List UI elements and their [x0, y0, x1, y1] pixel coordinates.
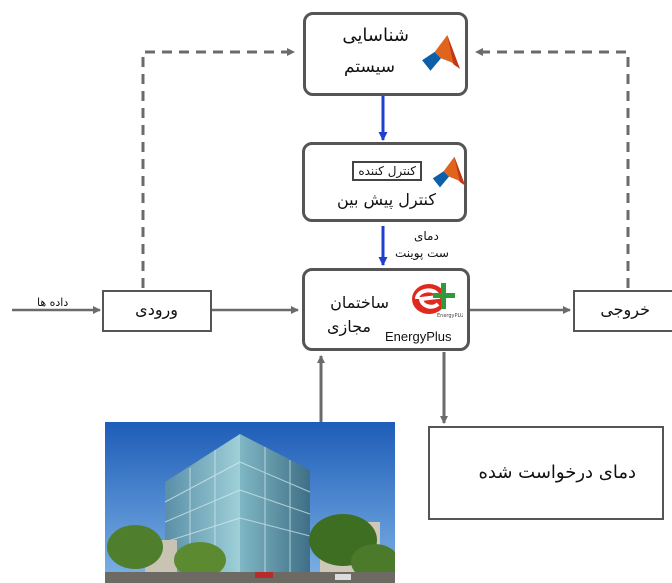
setpoint-label-line2: ست پوینت	[395, 246, 449, 260]
setpoint-label-line1: دمای	[414, 229, 439, 243]
output-label: خروجی	[600, 300, 650, 319]
virtual-building-box: EnergyPLUS ساختمان مجازی EnergyPlus	[302, 268, 470, 351]
building-line2: مجازی	[326, 317, 371, 336]
controller-label: کنترل پیش بین	[336, 190, 436, 209]
controller-box: کنترل کننده کنترل پیش بین	[302, 142, 467, 222]
system-id-line1: شناسایی	[342, 25, 409, 46]
requested-temperature-label: دمای درخواست شده	[478, 462, 636, 483]
energyplus-logo-icon: EnergyPLUS	[412, 283, 463, 319]
data-label: داده ها	[37, 296, 69, 309]
matlab-logo-icon	[422, 35, 460, 71]
system-identification-box: شناسایی سیستم	[303, 12, 468, 96]
input-label: ورودی	[135, 300, 178, 319]
input-box: ورودی	[102, 290, 212, 332]
output-box: خروجی	[573, 290, 672, 332]
dashed-input-to-system-id	[141, 48, 295, 288]
building-line1: ساختمان	[330, 293, 389, 312]
system-id-line2: سیستم	[344, 57, 395, 77]
energyplus-label: EnergyPlus	[385, 329, 452, 344]
matlab-logo-icon	[432, 156, 466, 188]
svg-text:EnergyPLUS: EnergyPLUS	[437, 313, 463, 319]
dashed-output-to-system-id	[475, 48, 630, 288]
requested-temperature-box: دمای درخواست شده	[428, 426, 664, 520]
controller-tag: کنترل کننده	[352, 161, 422, 181]
building-photo	[105, 422, 395, 583]
